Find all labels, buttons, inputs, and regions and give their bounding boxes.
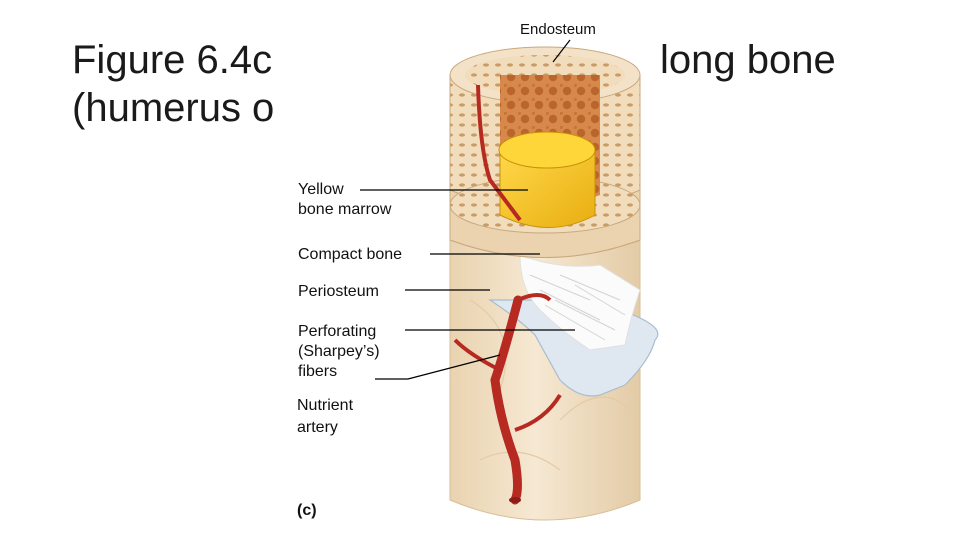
leader-endosteum (552, 39, 571, 63)
label-endosteum: Endosteum (520, 21, 596, 38)
nutrient-artery (453, 84, 562, 505)
leader-perforating-2 (375, 354, 501, 380)
label-nutrient-2: artery (297, 419, 338, 436)
label-compact-bone: Compact bone (298, 246, 403, 263)
perforating-fibers (519, 254, 641, 351)
label-perforating-3: fibers (298, 363, 338, 380)
label-yellow-marrow-1: Yellow (298, 181, 344, 198)
label-perforating-2: (Sharpey’s) (298, 343, 380, 360)
title-line1-right: long bone (660, 38, 836, 82)
label-perforating-1: Perforating (298, 323, 377, 340)
label-nutrient-1: Nutrient (297, 397, 354, 414)
title-line1-left: Figure 6.4c (72, 38, 273, 82)
yellow-marrow (498, 131, 596, 228)
label-periosteum: Periosteum (298, 283, 379, 300)
panel-label: (c) (297, 502, 317, 519)
label-yellow-marrow-2: bone marrow (298, 201, 392, 218)
title-line2-left: (humerus o (72, 86, 275, 130)
leader-lines (360, 39, 575, 380)
